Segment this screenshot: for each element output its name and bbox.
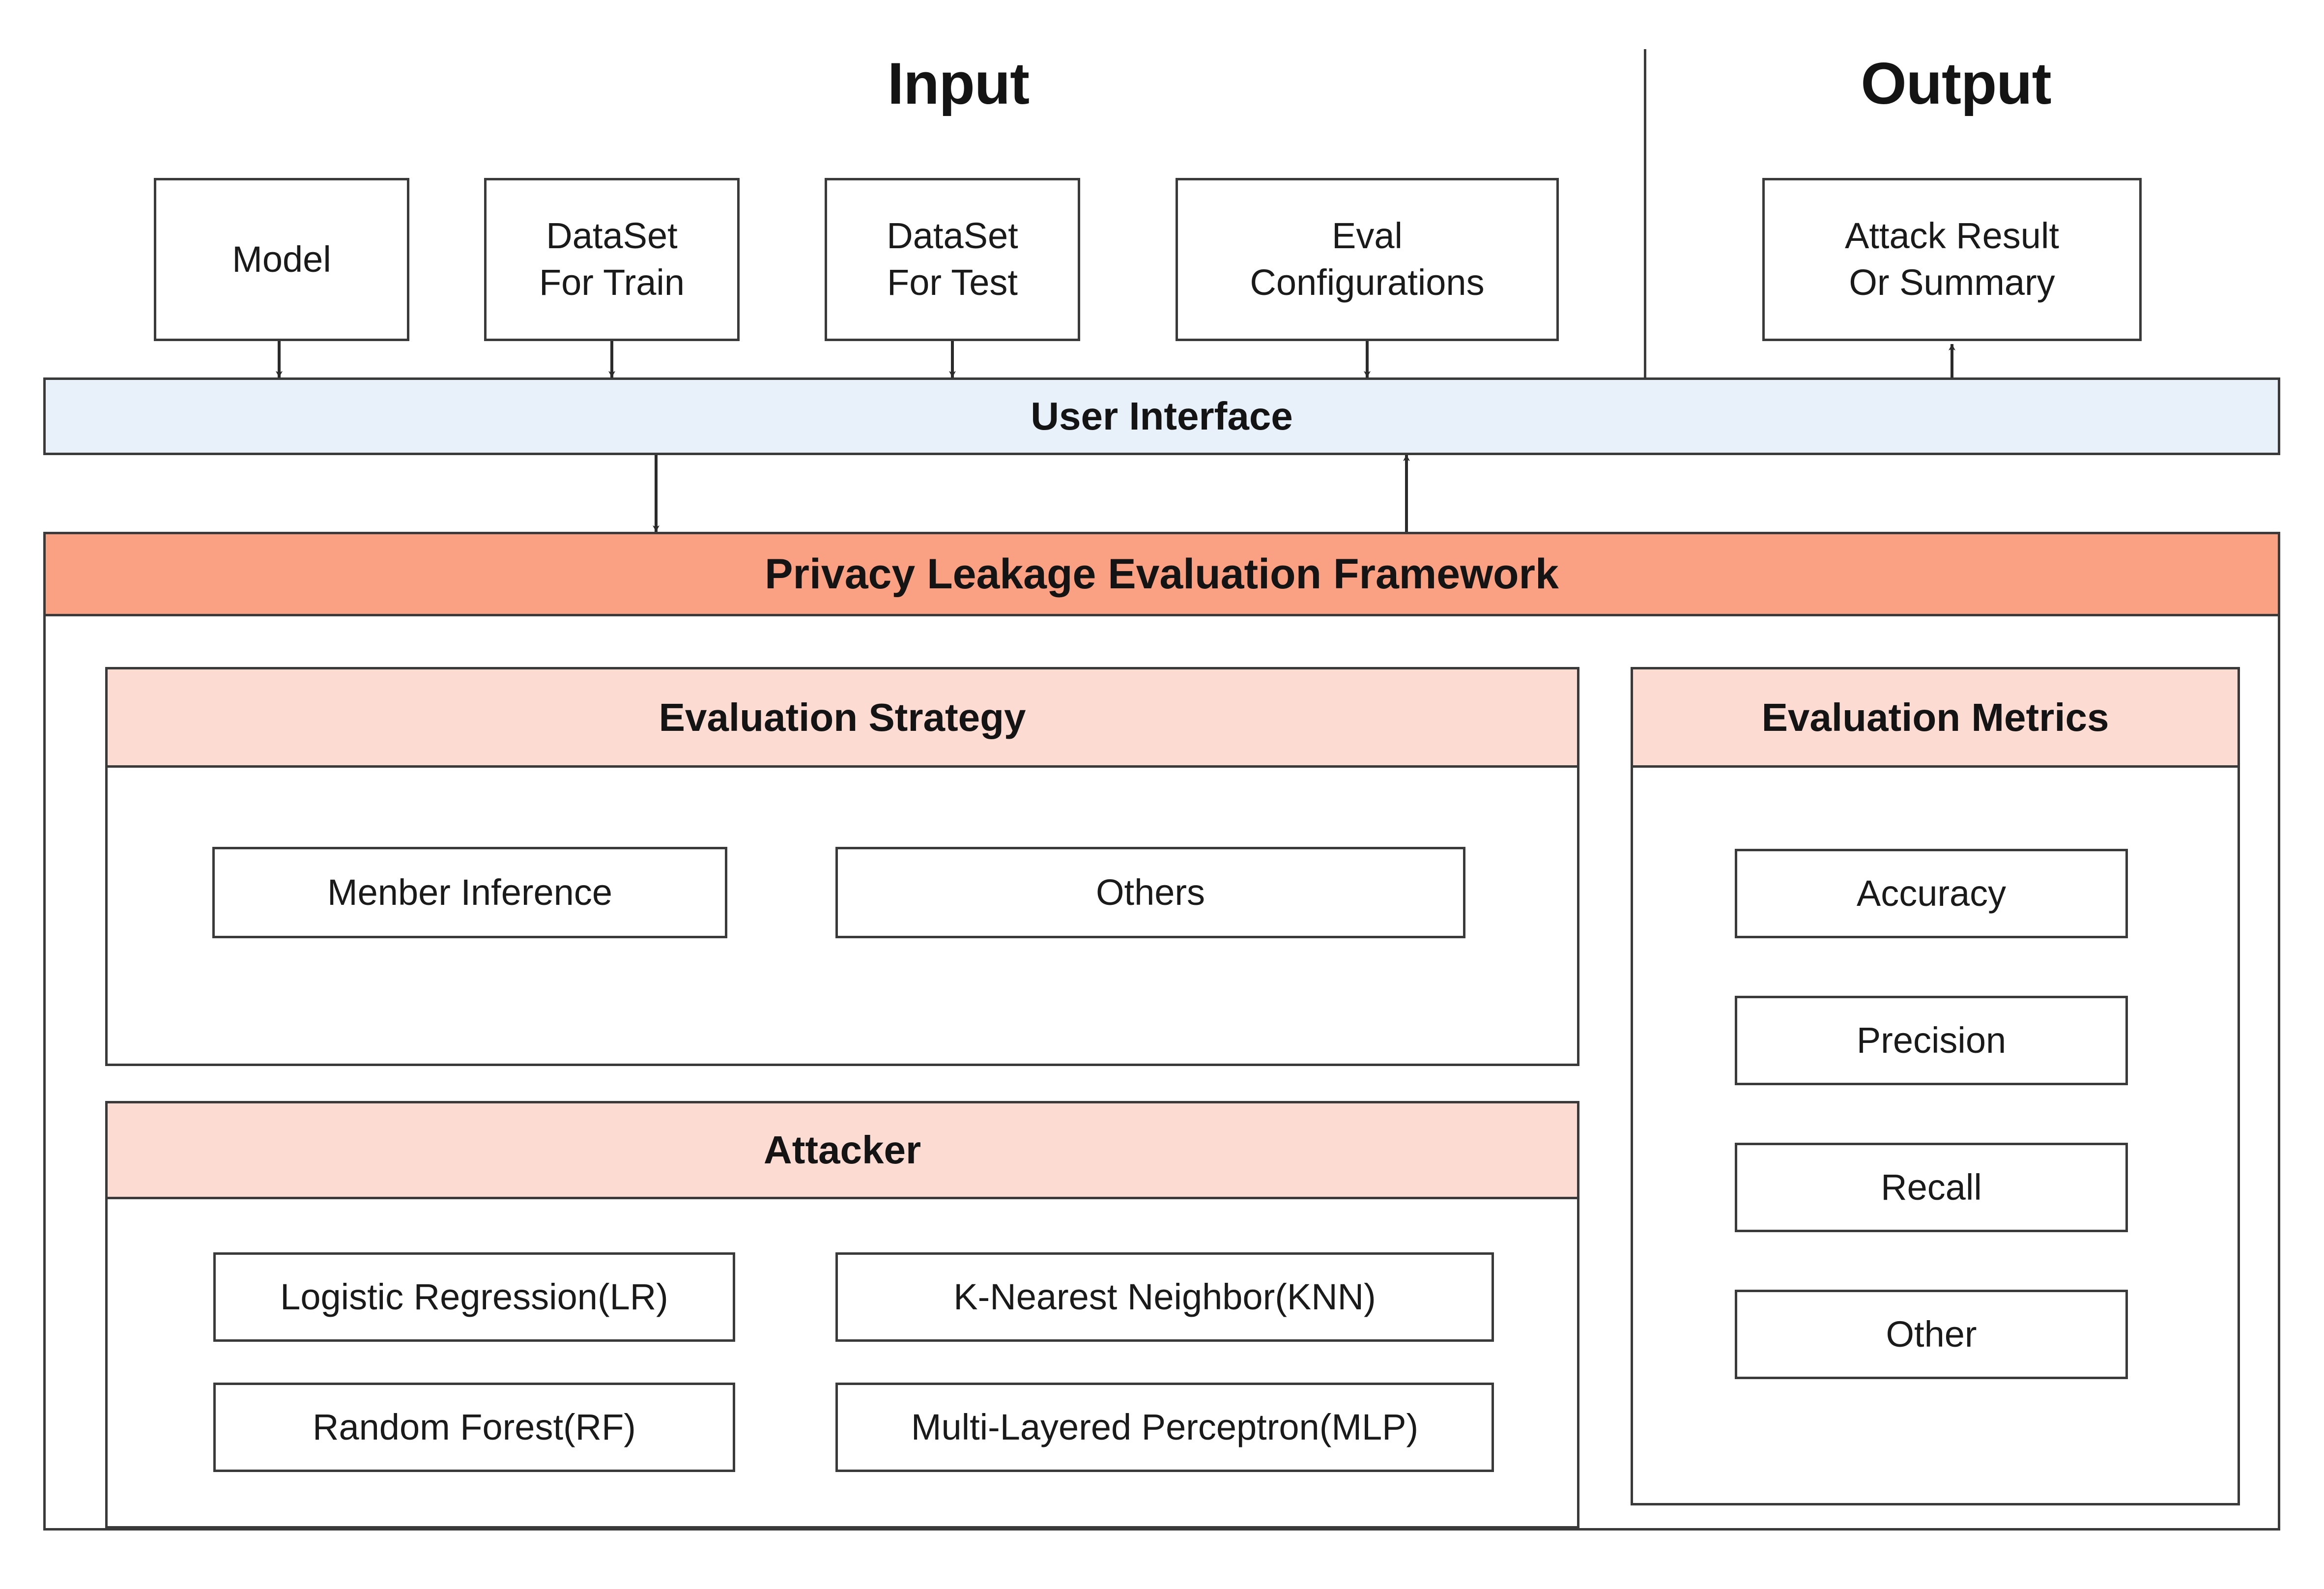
attacker-item-mlp-label: Multi-Layered Perceptron(MLP) (911, 1406, 1419, 1447)
output-node-attack-result[interactable]: Attack Result Or Summary (1762, 178, 2142, 341)
evaluation-strategy-header[interactable]: Evaluation Strategy (105, 667, 1579, 768)
input-output-divider (1644, 49, 1646, 393)
evaluation-metrics-header-label: Evaluation Metrics (1761, 695, 2109, 739)
strategy-item-others-label: Others (1095, 871, 1205, 913)
input-node-dataset-test[interactable]: DataSet For Test (825, 178, 1080, 341)
output-node-attack-result-line2: Or Summary (1849, 262, 2055, 303)
input-node-eval-configurations-line2: Configurations (1250, 262, 1485, 303)
input-node-eval-configurations-line1: Eval (1332, 215, 1403, 257)
metric-item-other[interactable]: Other (1735, 1290, 2128, 1379)
attacker-item-random-forest-label: Random Forest(RF) (313, 1406, 636, 1447)
strategy-item-others[interactable]: Others (835, 847, 1465, 938)
attacker-item-logistic-regression-label: Logistic Regression(LR) (280, 1276, 668, 1317)
input-node-dataset-train-line2: For Train (539, 262, 685, 303)
input-node-model-line1: Model (232, 238, 331, 280)
metric-item-recall[interactable]: Recall (1735, 1143, 2128, 1232)
input-node-dataset-train-line1: DataSet (546, 215, 678, 257)
attacker-item-mlp[interactable]: Multi-Layered Perceptron(MLP) (835, 1383, 1494, 1472)
evaluation-metrics-panel (1631, 667, 2240, 1505)
output-node-attack-result-line1: Attack Result (1845, 215, 2059, 257)
attacker-header[interactable]: Attacker (105, 1101, 1579, 1199)
attacker-item-knn-label: K-Nearest Neighbor(KNN) (953, 1276, 1376, 1317)
evaluation-metrics-header[interactable]: Evaluation Metrics (1631, 667, 2240, 768)
input-node-model[interactable]: Model (154, 178, 409, 341)
input-node-dataset-test-line2: For Test (887, 262, 1018, 303)
framework-label: Privacy Leakage Evaluation Framework (765, 550, 1559, 598)
metric-item-precision-label: Precision (1856, 1019, 2007, 1061)
metric-item-accuracy[interactable]: Accuracy (1735, 849, 2128, 938)
attacker-item-random-forest[interactable]: Random Forest(RF) (213, 1383, 735, 1472)
metric-item-recall-label: Recall (1881, 1166, 1982, 1208)
metric-item-other-label: Other (1886, 1313, 1977, 1355)
user-interface-bar[interactable]: User Interface (43, 377, 2280, 455)
attacker-item-logistic-regression[interactable]: Logistic Regression(LR) (213, 1252, 735, 1342)
user-interface-label: User Interface (1031, 394, 1293, 438)
output-section-heading: Output (1861, 51, 2051, 116)
input-node-dataset-train[interactable]: DataSet For Train (484, 178, 740, 341)
input-section-heading: Input (887, 51, 1030, 116)
metric-item-accuracy-label: Accuracy (1856, 872, 2007, 914)
attacker-item-knn[interactable]: K-Nearest Neighbor(KNN) (835, 1252, 1494, 1342)
input-node-eval-configurations[interactable]: Eval Configurations (1176, 178, 1559, 341)
attacker-header-label: Attacker (763, 1128, 921, 1172)
input-node-dataset-test-line1: DataSet (887, 215, 1018, 257)
metric-item-precision[interactable]: Precision (1735, 996, 2128, 1085)
strategy-item-member-inference[interactable]: Menber Inference (212, 847, 727, 938)
evaluation-strategy-header-label: Evaluation Strategy (659, 695, 1026, 739)
framework-header-bar[interactable]: Privacy Leakage Evaluation Framework (43, 532, 2280, 616)
strategy-item-member-inference-label: Menber Inference (327, 871, 612, 913)
